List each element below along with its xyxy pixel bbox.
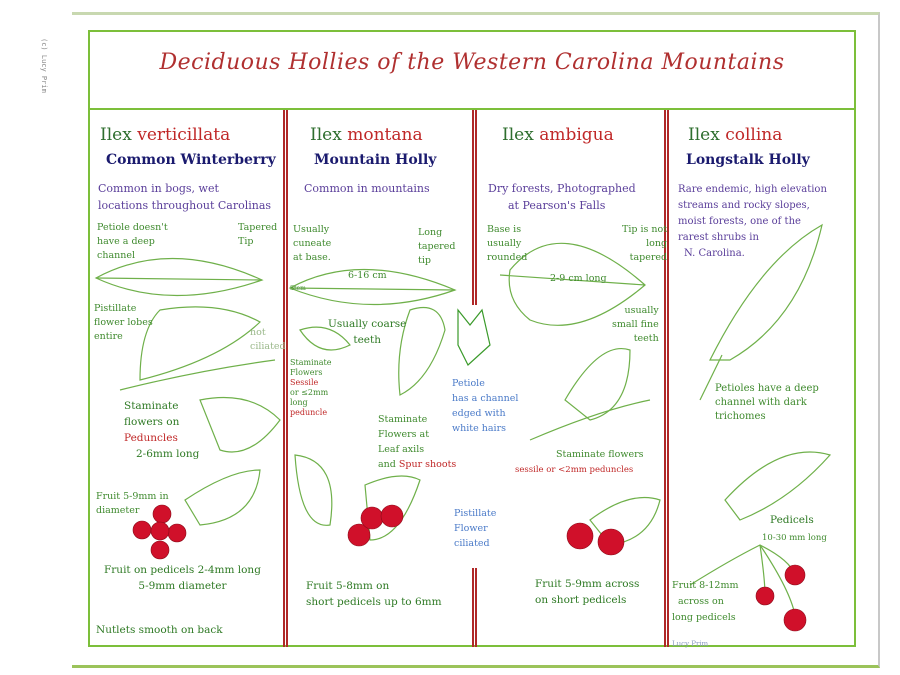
note-stem: Stem <box>290 285 306 292</box>
species-name: Ilex verticillata <box>100 125 231 145</box>
species-name: Ilex ambigua <box>502 125 614 145</box>
column-divider <box>664 110 669 647</box>
note-sessile: sessile or <2mm peduncles <box>515 465 634 475</box>
title-band <box>88 30 856 110</box>
note-size: 6-16 cm <box>348 270 387 281</box>
note-size: 2-9 cm long <box>550 273 607 284</box>
poster-sheet <box>72 12 880 668</box>
habitat-text: Common in mountains <box>304 182 430 195</box>
note-nutlets: Nutlets smooth on back <box>96 624 223 636</box>
note-pedicel-length: 10-30 mm long <box>762 533 827 543</box>
note-pedicels: Pedicels <box>770 514 814 526</box>
note-staminate: Staminate flowers <box>556 449 644 460</box>
species-name: Ilex collina <box>688 125 783 145</box>
species-name: Ilex montana <box>310 125 423 145</box>
leaf-ambigua <box>508 242 646 326</box>
common-name: Mountain Holly <box>314 152 437 168</box>
leaf-collina <box>709 223 823 361</box>
leaf-verticillata <box>94 257 264 297</box>
leaf-drawings <box>94 223 832 616</box>
artist-signature: Lucy Prim <box>672 640 709 648</box>
column-divider <box>283 110 288 647</box>
common-name: Common Winterberry <box>106 152 276 168</box>
column-divider <box>472 568 477 647</box>
berries <box>132 504 807 632</box>
common-name: Longstalk Holly <box>686 152 810 168</box>
poster-title: Deciduous Hollies of the Western Carolin… <box>159 50 785 75</box>
column-divider <box>472 110 477 305</box>
